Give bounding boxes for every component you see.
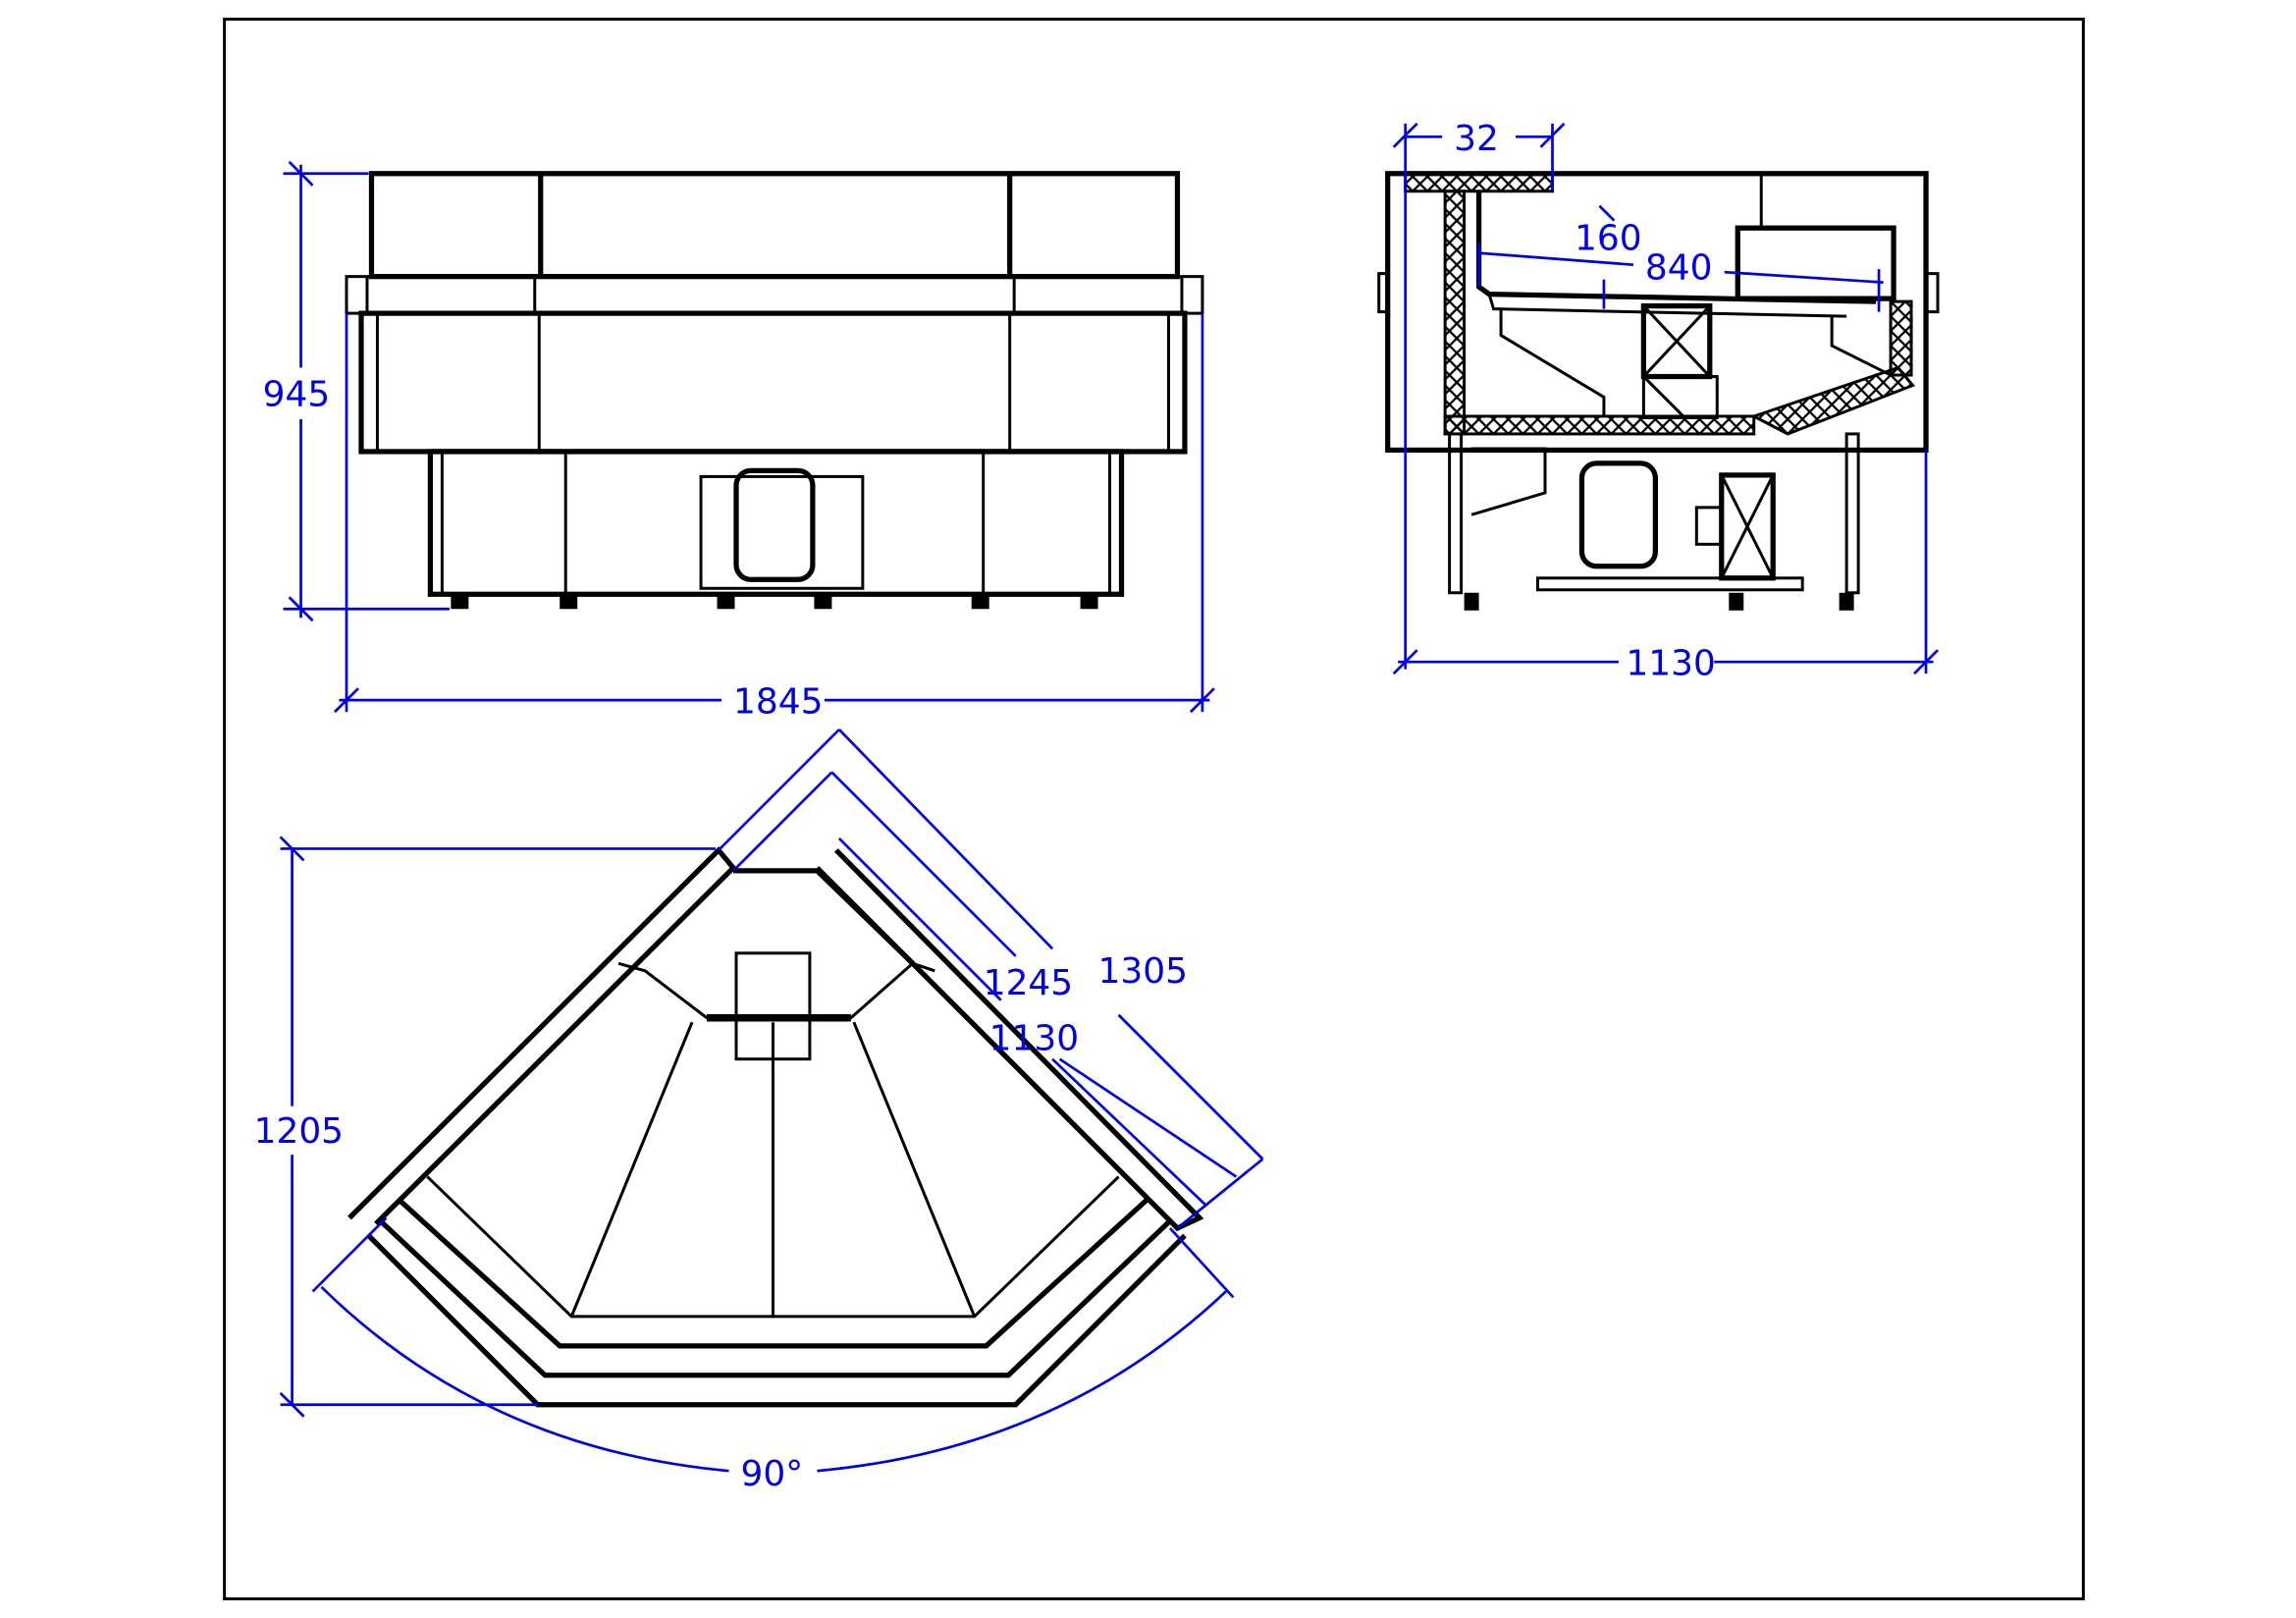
plan-diag-label-2: 1305	[1098, 951, 1188, 992]
front-width-label: 1845	[733, 682, 823, 723]
plan-angle-label: 90°	[741, 1454, 804, 1494]
side-view: 32 160 840 1130	[1377, 119, 1940, 684]
side-top-label: 32	[1454, 119, 1499, 159]
plan-diag-label-1: 1245	[984, 963, 1073, 1003]
front-height-label: 945	[263, 374, 331, 414]
plan-height-label: 1205	[254, 1111, 344, 1152]
side-depth-label: 840	[1645, 248, 1713, 289]
front-view: 945 1845	[263, 160, 1215, 723]
side-shelf-label: 160	[1575, 219, 1642, 259]
side-width-label: 1130	[1626, 644, 1715, 684]
plan-view: 1205 1245 1305 1130 90°	[254, 728, 1264, 1494]
plan-diag-label-3: 1130	[989, 1019, 1079, 1059]
feet	[451, 594, 1098, 610]
drawing-frame	[223, 17, 2085, 1601]
